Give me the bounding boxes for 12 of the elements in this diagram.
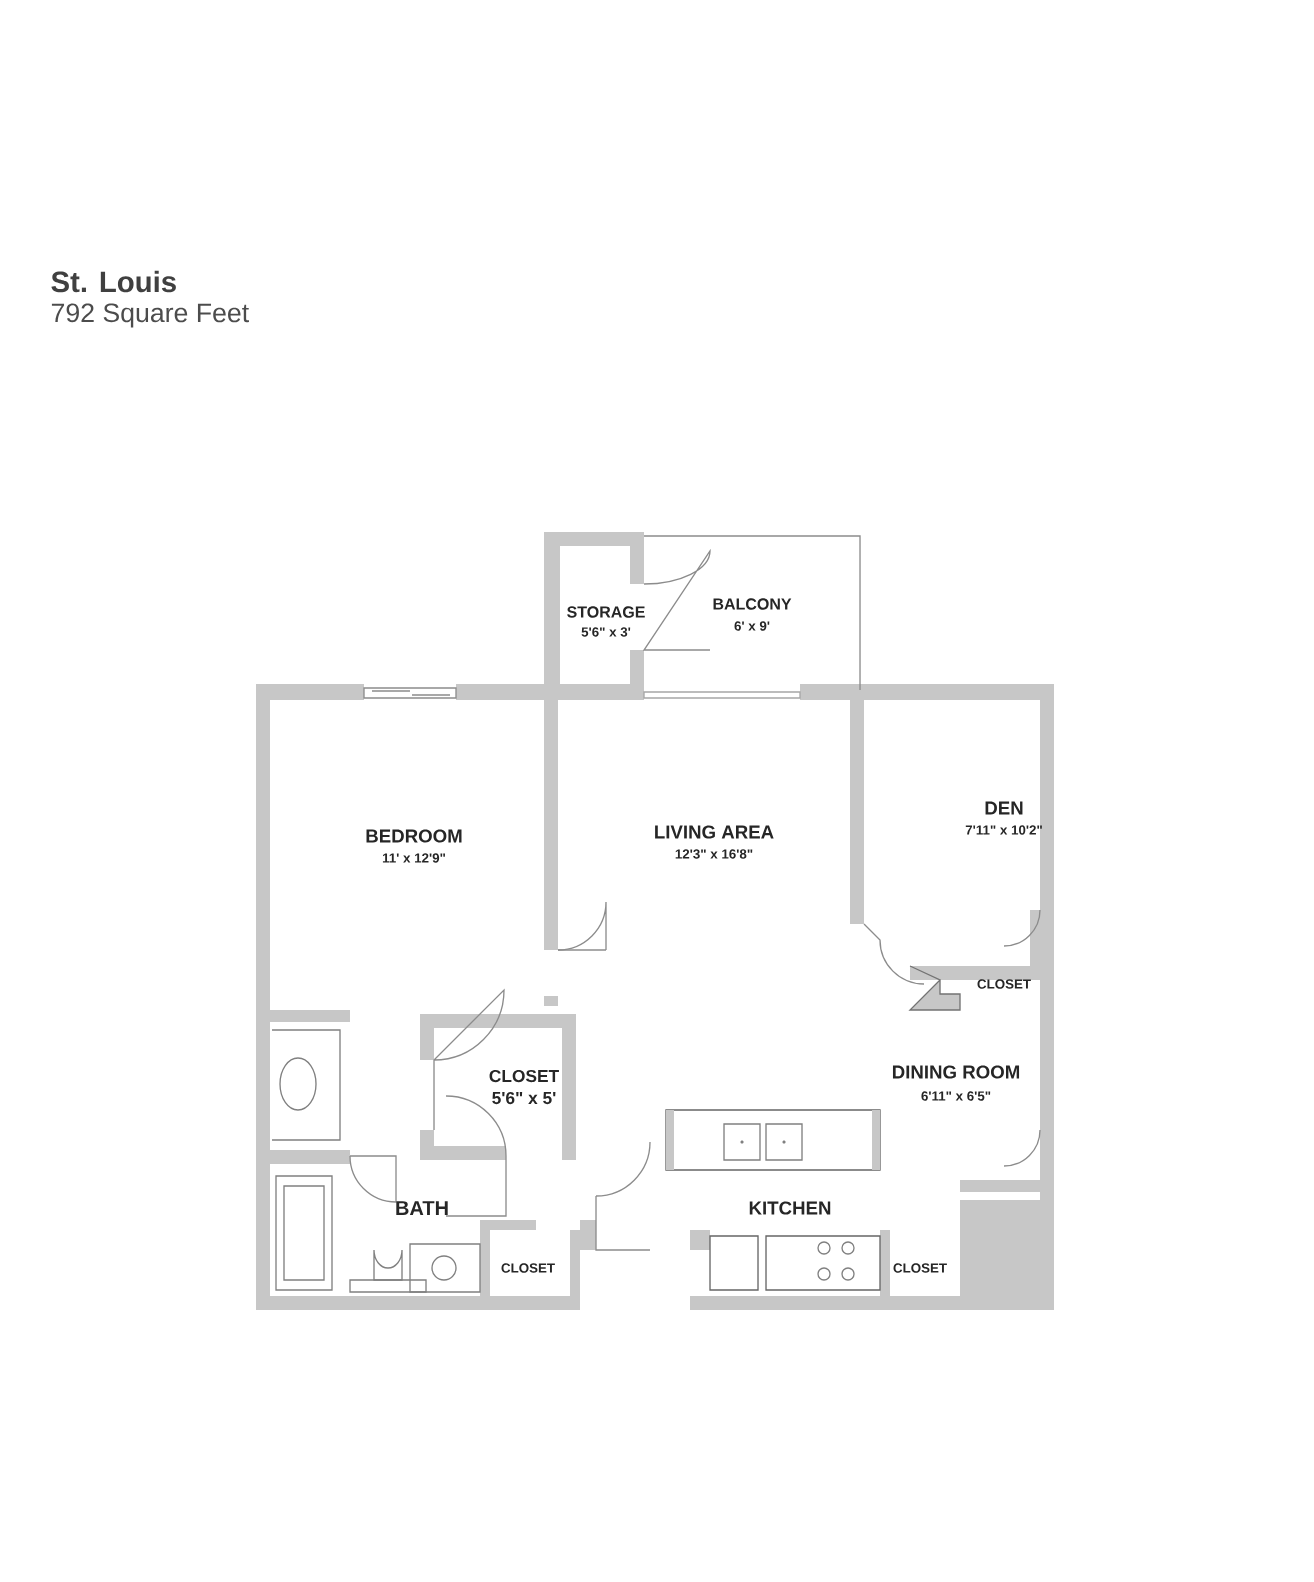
title: St. Louis — [51, 270, 176, 293]
room-name: DINING ROOM — [892, 1065, 1020, 1079]
room-name: DEN — [985, 801, 1023, 815]
room-name: BEDROOM — [366, 829, 462, 843]
room-name: LIVING AREA — [655, 825, 774, 839]
room-name: KITCHEN — [749, 1201, 831, 1215]
room-name: BATH — [396, 1201, 448, 1215]
subtitle: 792 Square Feet — [51, 303, 249, 328]
room-dimension: 5'6" x 5' — [492, 1091, 556, 1105]
room-name: CLOSET — [489, 1069, 559, 1083]
room-name: BALCONY — [713, 598, 792, 610]
room-name: STORAGE — [567, 606, 645, 618]
